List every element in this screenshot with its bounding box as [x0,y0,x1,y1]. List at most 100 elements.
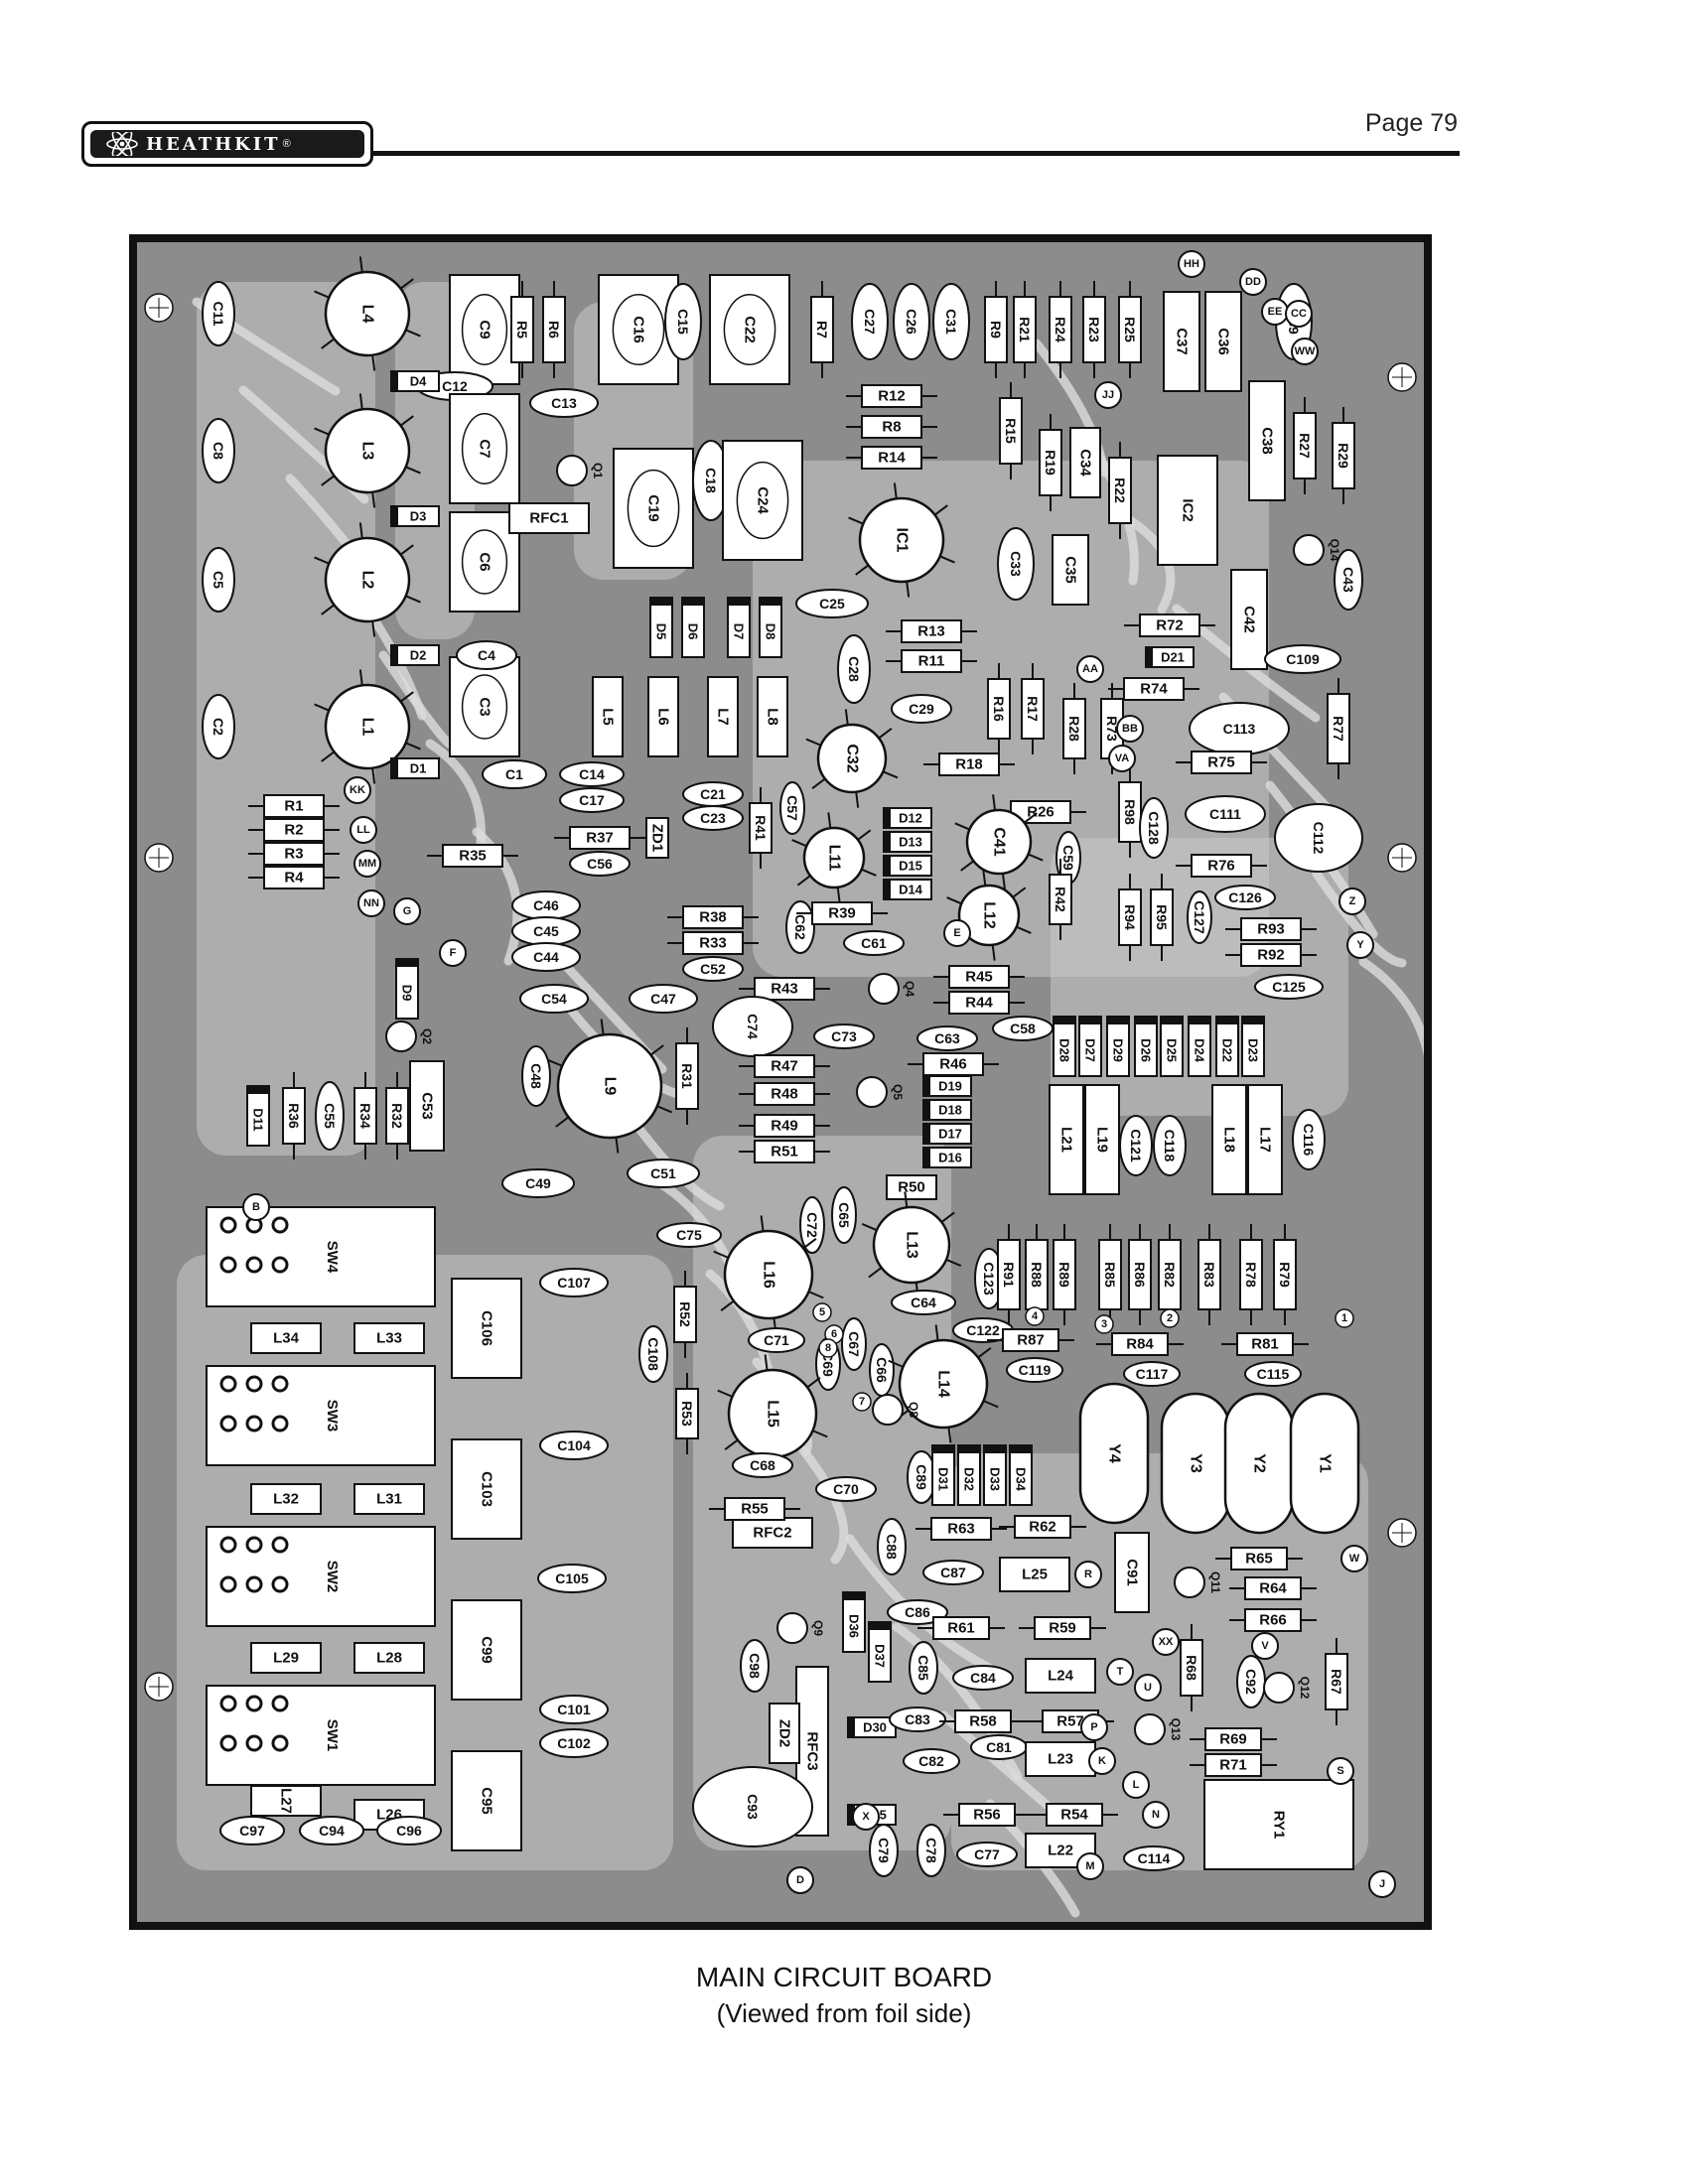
svg-text:C13: C13 [551,395,577,411]
svg-text:C104: C104 [557,1437,591,1453]
pad-b: B [242,1193,270,1221]
component-l6: L6 [647,676,679,757]
svg-text:D4: D4 [410,374,427,389]
svg-text:R54: R54 [1060,1807,1088,1824]
svg-text:C103: C103 [479,1471,495,1507]
svg-text:L5: L5 [600,708,617,726]
svg-text:R93: R93 [1257,921,1285,938]
svg-text:C94: C94 [319,1823,345,1839]
resistor-r48: R48 [739,1082,830,1106]
pad-x: X [852,1803,880,1831]
diode-d25: D25 [1160,1016,1184,1077]
svg-text:C8: C8 [211,442,226,460]
capacitor-c81: C81 [970,1734,1028,1760]
inductor-c32: C32 [805,709,899,808]
svg-text:D5: D5 [654,623,669,640]
svg-text:D6: D6 [686,623,701,640]
svg-text:C96: C96 [396,1823,422,1839]
mounting-hole [1387,362,1417,392]
svg-text:C18: C18 [703,468,719,493]
inductor-l1: L1 [314,669,421,784]
svg-text:R98: R98 [1122,799,1138,825]
svg-text:EE: EE [1268,306,1283,318]
resistor-r3: R3 [248,842,340,866]
svg-text:C52: C52 [700,961,726,977]
capacitor-c109: C109 [1264,644,1341,674]
capacitor-c61: C61 [843,930,905,956]
pad-v: V [1251,1632,1279,1660]
svg-text:C29: C29 [909,701,934,717]
svg-text:P: P [1090,1721,1097,1733]
svg-text:Q5: Q5 [891,1084,905,1100]
component-c53: C53 [409,1060,445,1152]
component-c19: C19 [613,448,694,569]
capacitor-c82: C82 [903,1748,960,1774]
capacitor-c14: C14 [559,761,625,787]
svg-text:C79: C79 [876,1838,892,1863]
svg-text:R76: R76 [1207,858,1235,875]
svg-text:R17: R17 [1025,696,1041,722]
pad-mm: MM [353,850,381,878]
svg-text:L9: L9 [602,1077,619,1096]
resistor-r22: R22 [1108,442,1132,539]
svg-text:ZD1: ZD1 [649,824,666,852]
capacitor-c96: C96 [376,1816,442,1845]
svg-text:C58: C58 [1010,1021,1036,1036]
pad-m: M [1076,1852,1104,1880]
svg-text:C85: C85 [915,1655,931,1681]
pad-kk: KK [344,776,371,804]
svg-text:R67: R67 [1329,1669,1344,1695]
resistor-r17: R17 [1021,663,1045,754]
capacitor-c77: C77 [956,1842,1018,1867]
svg-text:L12: L12 [981,901,998,929]
svg-text:R43: R43 [771,981,798,998]
svg-text:Q1: Q1 [591,463,605,478]
capacitor-c118: C118 [1153,1115,1187,1176]
capacitor-c113: C113 [1189,702,1290,755]
svg-text:D16: D16 [938,1151,962,1165]
capacitor-c126: C126 [1214,885,1276,910]
svg-text:C123: C123 [981,1262,997,1296]
diode-d16: D16 [922,1147,972,1168]
svg-text:R92: R92 [1257,947,1285,964]
svg-text:R44: R44 [965,995,993,1012]
resistor-r42: R42 [1049,859,1072,940]
pad-g: G [393,897,421,925]
svg-text:F: F [450,947,457,959]
component-ry1: RY1 [1203,1779,1354,1870]
resistor-r53: R53 [675,1373,699,1454]
svg-text:R34: R34 [357,1103,373,1129]
atom-icon [106,132,138,156]
capacitor-c84: C84 [952,1665,1014,1691]
svg-text:R14: R14 [878,450,906,467]
svg-text:R15: R15 [1003,418,1019,444]
svg-text:C107: C107 [557,1275,591,1291]
component-l5: L5 [592,676,624,757]
svg-text:C27: C27 [862,309,878,335]
svg-text:C117: C117 [1136,1366,1169,1382]
svg-text:C88: C88 [884,1534,900,1560]
svg-text:R4: R4 [284,870,304,887]
component-c3: C3 [449,656,520,757]
svg-text:X: X [862,1811,870,1823]
svg-text:R21: R21 [1017,317,1033,342]
svg-text:C93: C93 [745,1794,761,1820]
svg-text:C57: C57 [784,795,800,821]
svg-text:R78: R78 [1243,1262,1259,1288]
capacitor-c88: C88 [877,1518,907,1575]
pad-y: Y [1346,931,1374,959]
svg-text:R27: R27 [1297,433,1313,459]
resistor-r58: R58 [939,1709,1027,1733]
svg-text:L24: L24 [1048,1668,1074,1685]
diode-d34: D34 [1009,1444,1033,1506]
svg-text:D26: D26 [1139,1038,1154,1062]
component-rfc1: RFC1 [508,502,590,534]
svg-text:C91: C91 [1124,1559,1141,1586]
pad-z: Z [1338,887,1366,915]
capacitor-c122: C122 [952,1317,1014,1343]
svg-text:C70: C70 [833,1481,859,1497]
svg-text:D37: D37 [873,1644,888,1668]
pad-jj: JJ [1094,381,1122,409]
svg-text:Y: Y [1356,939,1364,951]
svg-text:R95: R95 [1154,904,1170,930]
